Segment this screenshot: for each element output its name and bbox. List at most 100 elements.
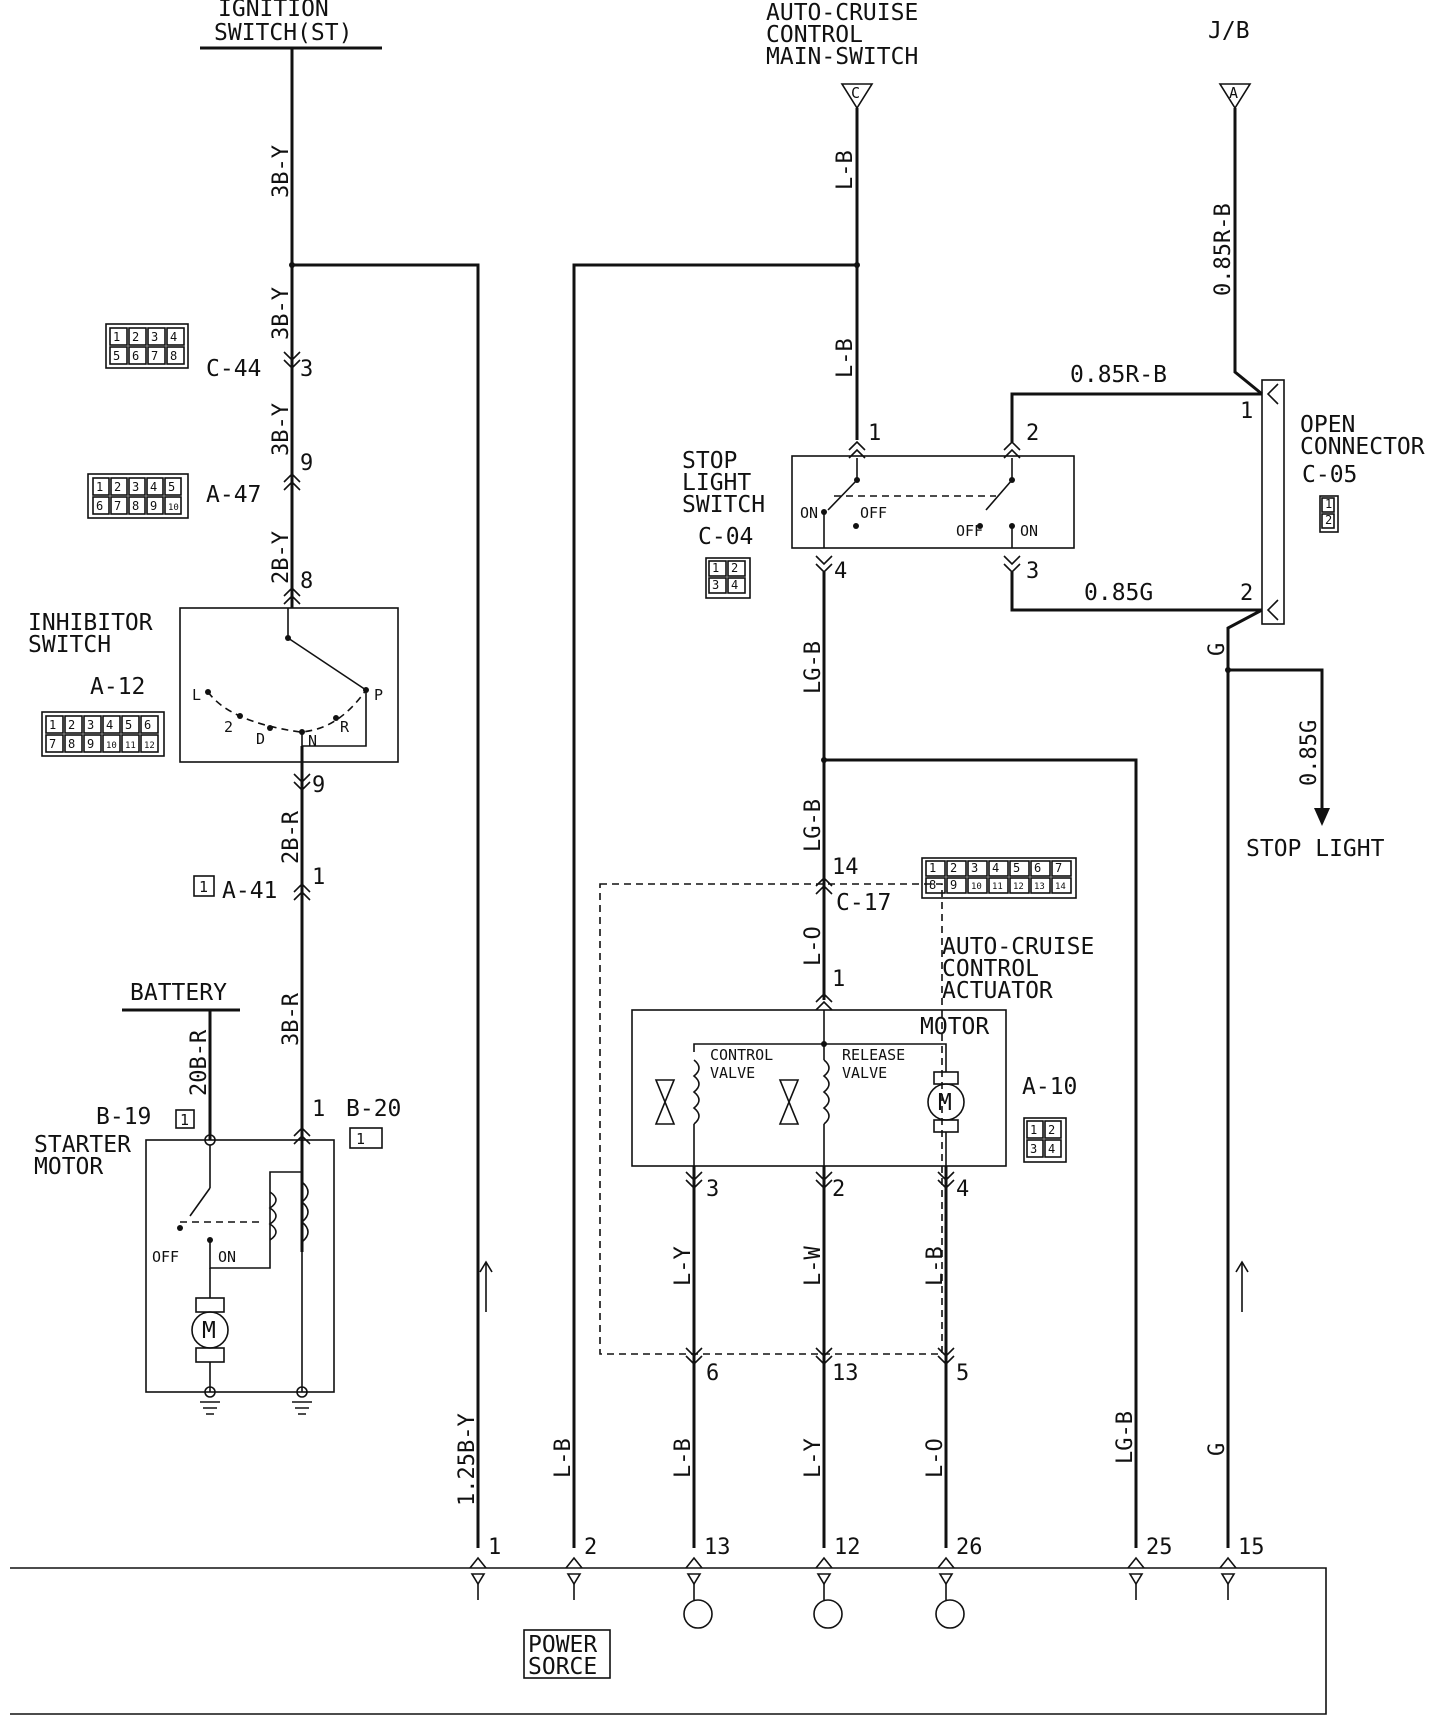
svg-text:1: 1 xyxy=(356,1130,365,1148)
c04-label: C-04 xyxy=(698,524,753,550)
wire-color-c17-in: LG-B xyxy=(801,799,826,852)
connector-cavity-number: 3 xyxy=(151,330,158,344)
ecu-terminal xyxy=(937,1556,955,1569)
wire-color-ecu-13: L-B xyxy=(671,1438,696,1478)
ground-icon xyxy=(292,1401,312,1415)
connector-cavity-number: 12 xyxy=(1013,882,1024,892)
arrow-down-icon xyxy=(1314,808,1330,826)
c17-label: C-17 xyxy=(836,890,891,916)
connector-cavity-number: 7 xyxy=(49,737,56,751)
connector-cavity xyxy=(166,327,185,346)
connector-cavity xyxy=(110,496,128,515)
wire-color-inh-out: 2B-R xyxy=(279,810,304,864)
ecu-pin-12: 12 xyxy=(834,1535,861,1560)
connector-cavity-number: 1 xyxy=(1325,497,1332,511)
wire-color-sw-out: LG-B xyxy=(801,641,826,694)
connector-cavity-number: 8 xyxy=(170,349,177,363)
wire-color-ecu-12: L-Y xyxy=(801,1438,826,1478)
actuator-motor-m: M xyxy=(938,1090,952,1116)
connector-cavity xyxy=(1044,1139,1062,1158)
ecu-wire-labels: 1.25B-Y L-B L-B L-Y L-O LG-B G xyxy=(455,1260,1249,1506)
connector-cavity-number: 9 xyxy=(87,737,94,751)
connector-cavity xyxy=(121,715,140,734)
ecu-transistor-icon xyxy=(683,1599,713,1629)
connector-cavity-number: 9 xyxy=(950,878,957,892)
pin-open-2: 2 xyxy=(1240,581,1253,606)
pin-b20: 1 xyxy=(312,1097,325,1122)
connector-cavity xyxy=(109,346,128,365)
pin-stop-switch-1: 1 xyxy=(868,421,881,446)
wire-color-act-3: L-Y xyxy=(671,1246,696,1286)
connector-cavity xyxy=(1321,497,1335,513)
ecu-input-arrow-icon xyxy=(566,1573,582,1586)
connector-cavity xyxy=(128,477,146,496)
actuator-box xyxy=(631,1009,1007,1167)
starter-motor-box xyxy=(145,1139,335,1393)
connector-cavity xyxy=(102,734,121,753)
connector-cavity xyxy=(147,346,166,365)
power-source-box xyxy=(523,1629,611,1679)
connector-cavity-number: 1 xyxy=(49,718,56,732)
wire-jb-to-open-connector xyxy=(1233,108,1263,396)
jb-circuit: 0.85R-B 1 2 OPEN CONNECTOR C-05 G 0.85G … xyxy=(1205,108,1425,1548)
actuator-label-line2: CONTROL xyxy=(942,956,1039,982)
ignition-switch-label-line1: IGNITION xyxy=(218,0,329,22)
power-source: POWER SORCE xyxy=(523,1629,611,1680)
a41-label: A-41 xyxy=(222,878,277,904)
ecu-terminal xyxy=(1127,1556,1145,1569)
connector-cavity xyxy=(166,346,185,365)
connector-cavity-number: 1 xyxy=(113,330,120,344)
stop-switch-on-2: ON xyxy=(1020,522,1038,540)
connector-cavity xyxy=(164,496,182,515)
connector-cavity-number: 2 xyxy=(132,330,139,344)
stop-switch-arm-2 xyxy=(985,479,1013,511)
control-valve-label-line1: CONTROL xyxy=(710,1046,773,1064)
starter-label-line2: MOTOR xyxy=(34,1154,103,1180)
wire-stop-switch-to-open-connector-2 xyxy=(1010,572,1262,612)
connector-cavity xyxy=(925,860,946,877)
stop-light-switch-circuit: L-B L-B 1 STOP LIGHT SWITCH C-04 ON OFF … xyxy=(572,108,1262,1548)
connector-cavity-number: 7 xyxy=(1055,861,1062,875)
release-valve-label-line1: RELEASE xyxy=(842,1046,905,1064)
connector-cavity-number: 14 xyxy=(1055,882,1066,892)
connector-cavity xyxy=(121,734,140,753)
connector-cavity-number: 5 xyxy=(113,349,120,363)
starter-label-line1: STARTER xyxy=(34,1132,131,1158)
ecu-input-arrow-icon xyxy=(1220,1573,1236,1586)
connector-cavity xyxy=(988,860,1009,877)
connector-cavity xyxy=(83,734,102,753)
ecu-terminal xyxy=(685,1556,703,1569)
wire-color-act-2: L-W xyxy=(801,1246,826,1286)
stop-switch-label-line1: STOP xyxy=(682,448,737,474)
a12-label: A-12 xyxy=(90,674,145,700)
connector-cavity-number: 13 xyxy=(1034,882,1045,892)
connector-cavity-number: 5 xyxy=(1013,861,1020,875)
inhibitor-pos-p: P xyxy=(374,686,383,704)
connector-cavity-number: 4 xyxy=(170,330,177,344)
ignition-circuit: 3B-Y 3B-Y 3B-Y 2B-Y 3 9 8 C-44 A-47 xyxy=(206,48,480,1548)
ignition-switch-source: IGNITION SWITCH(ST) xyxy=(200,0,382,50)
wire-open-connector-to-ecu xyxy=(1226,608,1263,1548)
wire-color-main-mid: L-B xyxy=(833,338,858,378)
c44-label: C-44 xyxy=(206,356,261,382)
svg-text:1: 1 xyxy=(199,878,208,896)
wire-color-stop-bot: 0.85G xyxy=(1084,580,1153,606)
pin-inhibitor-in: 8 xyxy=(300,569,313,594)
inhibitor-contact-arm xyxy=(287,637,367,691)
connector-cavity-number: 2 xyxy=(731,561,738,575)
cruise-main-switch-label-line3: MAIN-SWITCH xyxy=(766,44,918,70)
connector-cavity xyxy=(83,715,102,734)
connector-cavity xyxy=(164,477,182,496)
cruise-main-switch-label-line2: CONTROL xyxy=(766,22,863,48)
connector-cavity xyxy=(128,496,146,515)
connector-cavity xyxy=(146,477,164,496)
pin-c17-6: 6 xyxy=(706,1361,719,1386)
stop-switch-label-line2: LIGHT xyxy=(682,470,751,496)
connector-a-triangle xyxy=(1218,83,1252,110)
connector-cavity xyxy=(147,327,166,346)
connector-cavity xyxy=(140,715,159,734)
wire-stop-switch-to-open-connector-1 xyxy=(1010,392,1262,442)
connector-cavity xyxy=(967,877,988,894)
connector-cavity xyxy=(946,877,967,894)
